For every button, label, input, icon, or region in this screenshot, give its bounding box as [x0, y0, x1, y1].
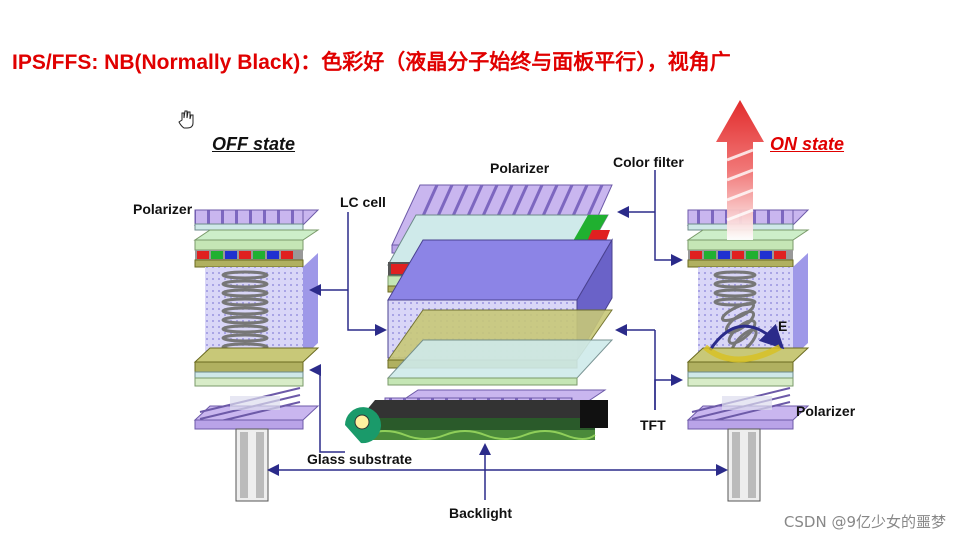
- page-title: IPS/FFS: NB(Normally Black)：色彩好（液晶分子始终与面…: [12, 51, 731, 74]
- center-backlight-plate: [360, 400, 608, 440]
- on-state-label: ON state: [770, 134, 845, 154]
- right-lc-volume: [698, 253, 808, 357]
- right-bottom-polarizer: [686, 387, 810, 430]
- right-tft-layer: [686, 347, 810, 387]
- right-color-filter: [687, 250, 794, 268]
- rotation-arrow-icon: [703, 323, 785, 363]
- off-state-label: OFF state: [212, 134, 296, 154]
- polarizer-right-label: Polarizer: [796, 403, 856, 419]
- backlight-label: Backlight: [449, 505, 513, 521]
- glass-substrate-label: Glass substrate: [307, 451, 413, 467]
- center-stack: [345, 184, 614, 444]
- right-backlight-post: [727, 428, 761, 502]
- left-color-filter: [194, 250, 304, 268]
- left-tft-layer: [193, 347, 320, 387]
- polarizer-top-label: Polarizer: [490, 160, 550, 176]
- left-lc-volume: [205, 253, 318, 357]
- tft-label: TFT: [640, 417, 666, 433]
- connector-arrows: [267, 170, 728, 500]
- left-bottom-polarizer: [193, 387, 320, 430]
- hand-cursor-icon: [178, 110, 194, 129]
- left-top-polarizer: [193, 209, 320, 231]
- center-tft-layers: [386, 309, 614, 386]
- left-backlight-post: [235, 428, 269, 502]
- lc-cell-label: LC cell: [340, 194, 386, 210]
- on-state-stack: [686, 100, 810, 502]
- off-state-stack: [193, 209, 320, 502]
- light-source-icon: [345, 407, 381, 444]
- watermark: CSDN @9亿少女的噩梦: [783, 513, 946, 531]
- left-glass-top: [193, 229, 320, 251]
- e-field-label: E: [778, 318, 788, 334]
- polarizer-left-label: Polarizer: [133, 201, 193, 217]
- red-light-arrow-icon: [716, 100, 764, 240]
- color-filter-label: Color filter: [613, 154, 684, 170]
